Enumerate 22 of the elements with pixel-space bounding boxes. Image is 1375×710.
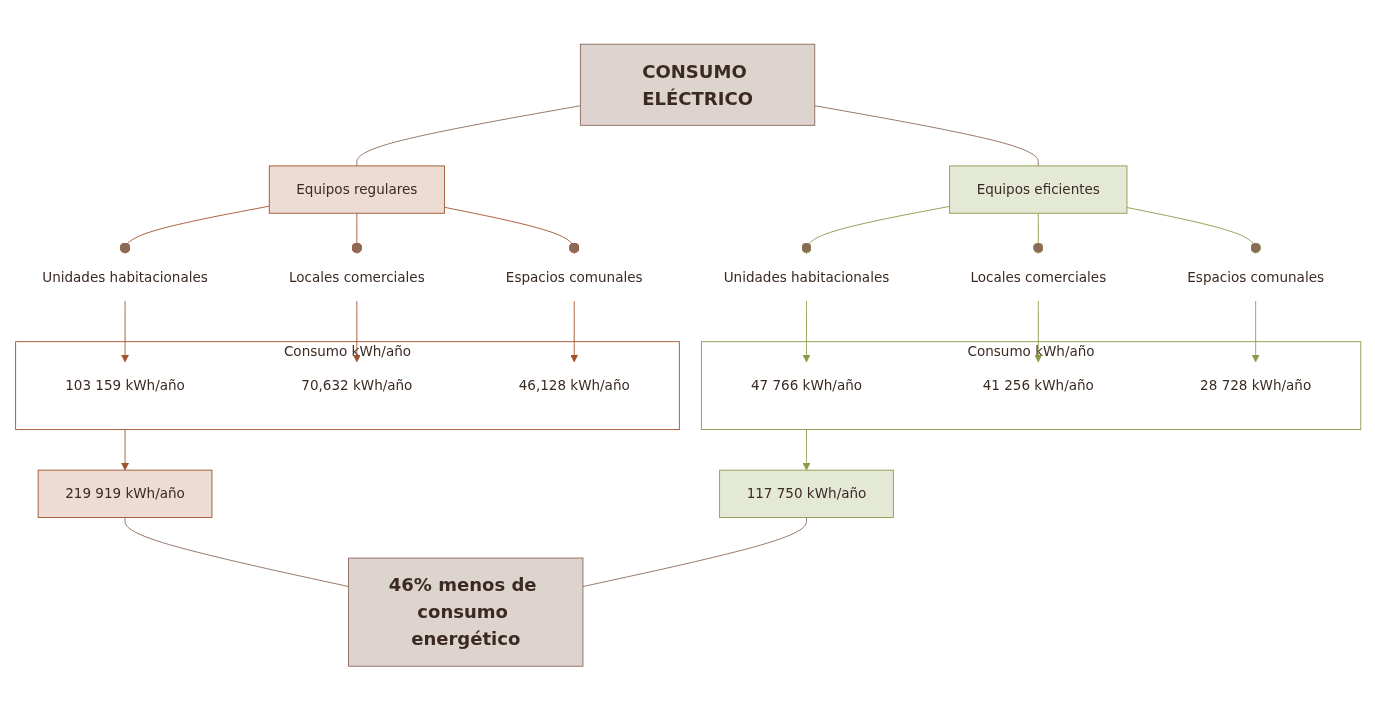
- node-box: 117 750 kWh/año: [718, 469, 894, 518]
- node-text: 41 256 kWh/año: [982, 377, 1094, 394]
- node-text: Unidades habitacionales: [41, 268, 208, 286]
- node-box: Equipos eficientes: [948, 165, 1127, 214]
- connector: [813, 105, 1039, 167]
- node-text: Espacios comunales: [1186, 268, 1324, 286]
- node-box: CONSUMO ELÉCTRICO: [579, 43, 815, 126]
- node-text: 70,632 kWh/año: [300, 377, 412, 394]
- connector: [124, 516, 349, 587]
- node-box: 219 919 kWh/año: [37, 469, 212, 518]
- node-text: Espacios comunales: [505, 268, 643, 286]
- node-text: 28 728 kWh/año: [1199, 377, 1311, 394]
- node-text: Locales comerciales: [969, 268, 1106, 286]
- node-text: 46,128 kWh/año: [518, 377, 630, 394]
- node-text: Locales comerciales: [288, 268, 425, 286]
- node-text: 103 159 kWh/año: [64, 377, 185, 394]
- node-text: Unidades habitacionales: [723, 268, 889, 286]
- node-box: 46% menos de consumo energético: [347, 557, 583, 667]
- node-box: Equipos regulares: [268, 165, 445, 214]
- connector: [355, 105, 581, 167]
- node-text: 47 766 kWh/año: [750, 377, 862, 394]
- connector: [582, 516, 807, 587]
